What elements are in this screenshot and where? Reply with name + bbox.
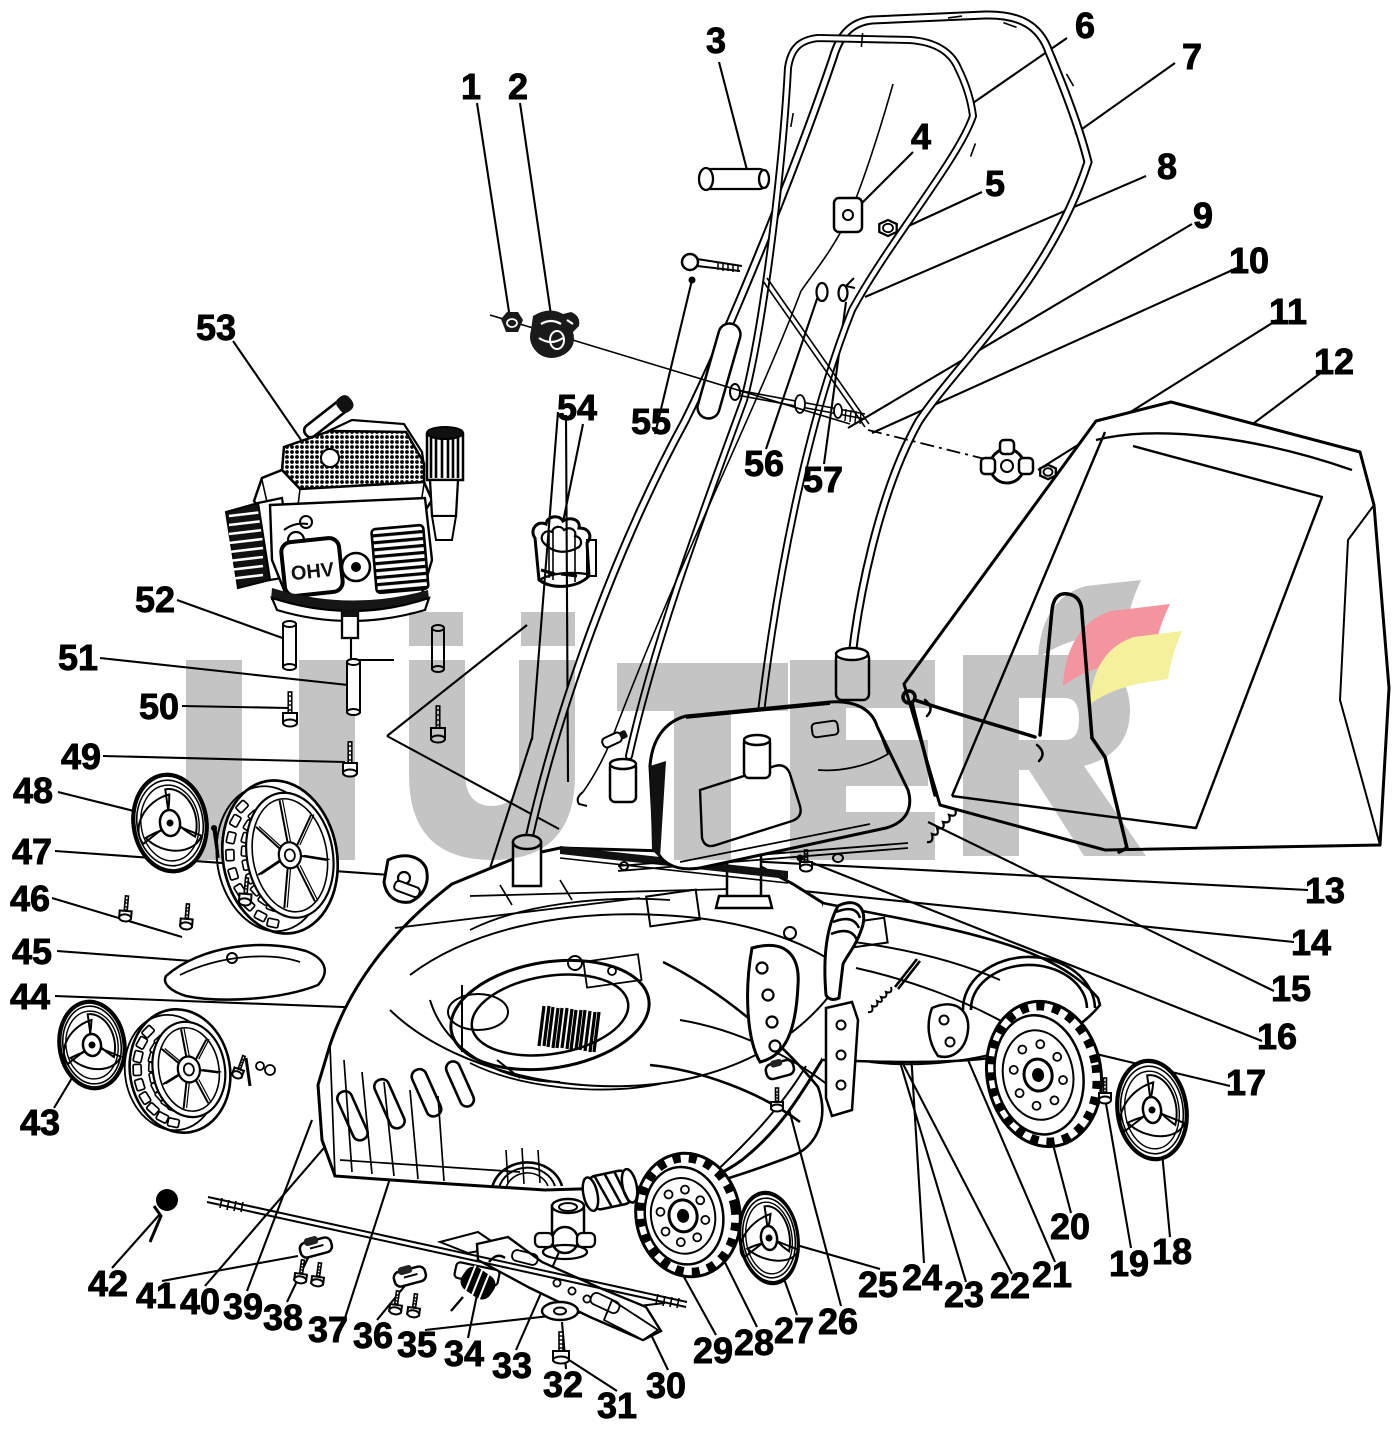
svg-text:52: 52 <box>135 579 175 620</box>
svg-text:47: 47 <box>12 831 52 872</box>
svg-text:23: 23 <box>944 1274 984 1315</box>
svg-text:14: 14 <box>1291 922 1331 963</box>
svg-text:55: 55 <box>631 401 671 442</box>
svg-text:18: 18 <box>1152 1231 1192 1272</box>
svg-text:12: 12 <box>1314 341 1354 382</box>
svg-text:26: 26 <box>818 1301 858 1342</box>
svg-text:4: 4 <box>911 116 931 157</box>
svg-text:29: 29 <box>693 1330 733 1371</box>
svg-text:35: 35 <box>397 1324 437 1365</box>
svg-text:25: 25 <box>858 1264 898 1305</box>
svg-text:20: 20 <box>1050 1206 1090 1247</box>
svg-text:9: 9 <box>1193 195 1213 236</box>
svg-text:19: 19 <box>1109 1243 1149 1284</box>
svg-text:5: 5 <box>985 163 1005 204</box>
svg-text:24: 24 <box>902 1257 942 1298</box>
svg-text:41: 41 <box>136 1275 176 1316</box>
svg-text:11: 11 <box>1269 291 1307 332</box>
svg-text:1: 1 <box>461 66 481 107</box>
svg-text:27: 27 <box>774 1310 814 1351</box>
svg-text:7: 7 <box>1182 36 1202 77</box>
svg-text:3: 3 <box>706 20 726 61</box>
svg-text:48: 48 <box>13 770 53 811</box>
svg-text:8: 8 <box>1157 146 1177 187</box>
svg-text:36: 36 <box>353 1315 393 1356</box>
svg-text:32: 32 <box>543 1364 583 1405</box>
svg-text:57: 57 <box>803 459 843 500</box>
svg-text:51: 51 <box>58 637 98 678</box>
svg-text:44: 44 <box>10 976 50 1017</box>
svg-text:38: 38 <box>263 1297 303 1338</box>
svg-text:6: 6 <box>1075 5 1095 46</box>
svg-text:56: 56 <box>744 443 784 484</box>
svg-text:10: 10 <box>1229 240 1269 281</box>
svg-text:2: 2 <box>508 66 528 107</box>
svg-text:37: 37 <box>308 1309 348 1350</box>
svg-text:39: 39 <box>223 1286 263 1327</box>
svg-text:34: 34 <box>444 1333 484 1374</box>
svg-text:43: 43 <box>20 1102 60 1143</box>
svg-text:22: 22 <box>990 1265 1030 1306</box>
svg-text:28: 28 <box>734 1322 774 1363</box>
svg-text:OHV: OHV <box>290 559 336 585</box>
svg-text:49: 49 <box>61 736 101 777</box>
svg-text:46: 46 <box>10 878 50 919</box>
svg-text:15: 15 <box>1271 968 1311 1009</box>
svg-text:45: 45 <box>12 931 52 972</box>
svg-text:21: 21 <box>1032 1254 1072 1295</box>
svg-text:40: 40 <box>180 1281 220 1322</box>
svg-text:30: 30 <box>646 1365 686 1406</box>
svg-text:31: 31 <box>597 1385 637 1426</box>
svg-text:33: 33 <box>492 1345 532 1386</box>
svg-text:50: 50 <box>139 686 179 727</box>
svg-text:42: 42 <box>88 1263 128 1304</box>
svg-text:13: 13 <box>1305 870 1345 911</box>
svg-text:17: 17 <box>1226 1062 1266 1103</box>
svg-text:16: 16 <box>1257 1016 1297 1057</box>
svg-text:54: 54 <box>557 387 597 428</box>
svg-text:53: 53 <box>196 307 236 348</box>
